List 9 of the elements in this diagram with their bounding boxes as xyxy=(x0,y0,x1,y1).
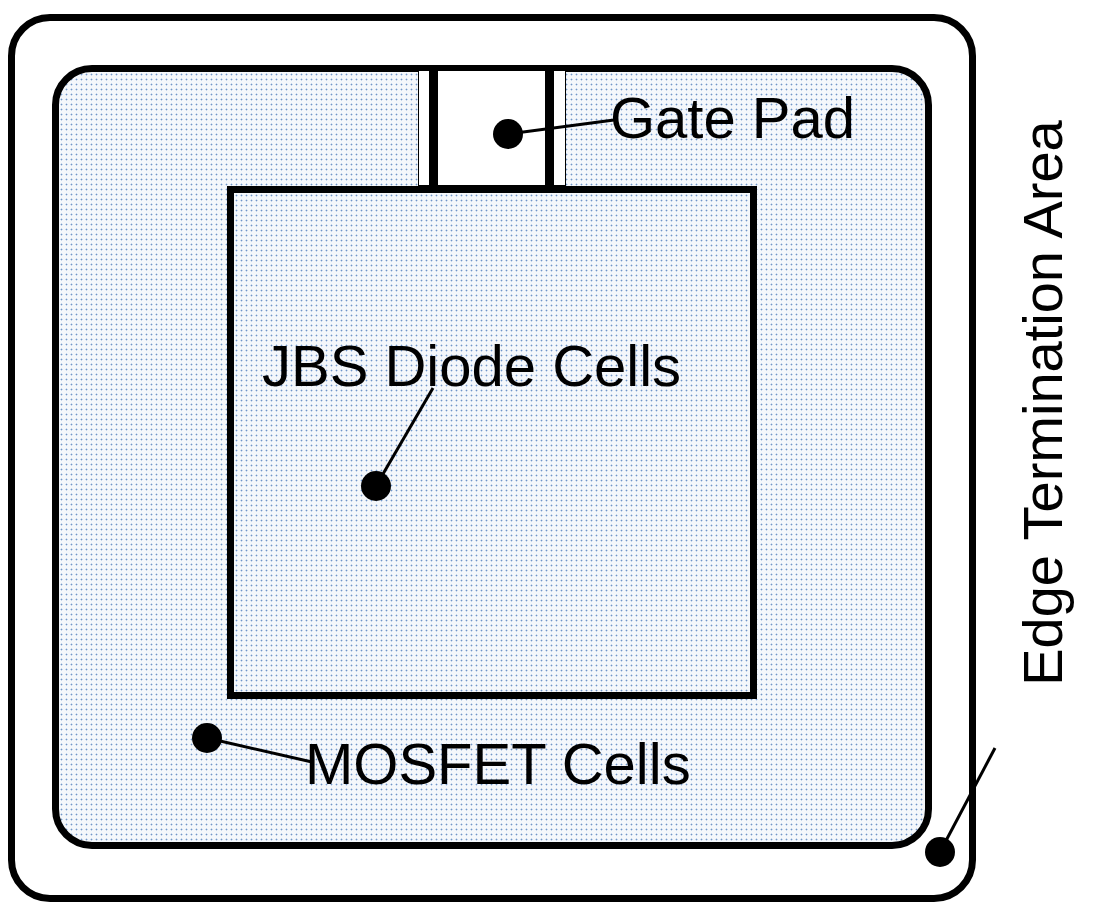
gate-pad xyxy=(418,70,566,186)
region-label: Gate Pad xyxy=(610,82,910,154)
active-area xyxy=(52,65,932,849)
chip-outline xyxy=(8,14,976,902)
region-label: JBS Diode Cells xyxy=(262,327,752,405)
leader-line xyxy=(925,747,997,867)
diode-region xyxy=(227,186,757,699)
leader-line xyxy=(493,118,615,149)
region-label: MOSFET Cells xyxy=(305,725,745,803)
